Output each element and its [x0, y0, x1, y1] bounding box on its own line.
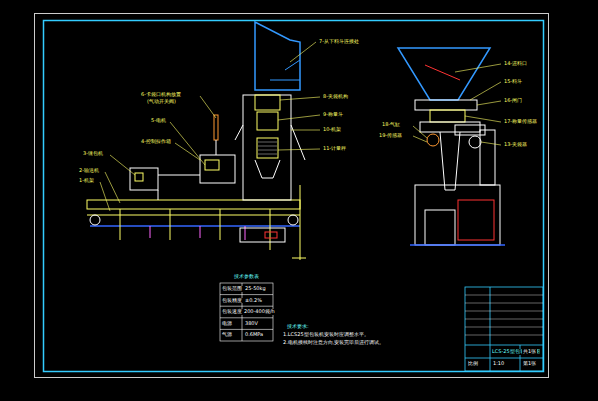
- title-cell: 比例: [467, 361, 479, 367]
- title-cell: 第1张: [522, 361, 537, 367]
- callout-label: 16-闸门: [503, 98, 523, 104]
- note-line: 1.LCS25型包装机安装时应调整水平。: [282, 332, 370, 338]
- table-cell: 25-50kg: [244, 286, 267, 292]
- callout-label: 4-控制操作箱: [140, 139, 172, 145]
- callout-label: 1-机架: [78, 178, 95, 184]
- callout-label: 18-气缸: [381, 122, 401, 128]
- title-cell: 1:10: [492, 361, 505, 367]
- table-cell: 包装速度: [221, 309, 243, 315]
- callout-label: 15-料斗: [503, 79, 523, 85]
- callout-label: 3-缝包机: [82, 151, 104, 157]
- callout-label: 11-计量秤: [322, 146, 347, 152]
- table-cell: 200-400袋/h: [243, 309, 276, 315]
- callout-label: (气动开关阀): [146, 99, 177, 105]
- callout-label: 10-机架: [322, 127, 342, 133]
- callout-label: 14-进料口: [503, 61, 528, 67]
- callout-label: 17-称量传感器: [503, 119, 538, 125]
- table-cell: 0.6MPa: [244, 332, 264, 338]
- callout-label: 6-卡袋口机构放置: [140, 92, 182, 98]
- title-cell: 共1张: [522, 349, 537, 355]
- callout-label: 2-输送机: [78, 168, 100, 174]
- callout-label: 19-传感器: [378, 133, 403, 139]
- callout-label: 9-称量斗: [322, 112, 344, 118]
- notes-heading: 技术要求:: [286, 324, 310, 330]
- table-cell: 包装范围: [221, 286, 243, 292]
- callout-label: 8-夹袋机构: [322, 94, 349, 100]
- table-cell: ±0.2%: [244, 298, 263, 304]
- table-cell: 380V: [244, 321, 259, 327]
- note-line: 2.电机接线时注意方向,安装完毕后进行调试。: [282, 340, 385, 346]
- table-cell: 气源: [221, 332, 233, 338]
- callout-label: 13-夹袋器: [503, 142, 528, 148]
- callout-label: 5-电机: [150, 118, 167, 124]
- callout-label: 7-从下料斗连接处: [318, 39, 360, 45]
- table-cell: 电源: [221, 321, 233, 327]
- table-cell: 包装精度: [221, 298, 243, 304]
- table-title: 技术参数表: [233, 274, 260, 280]
